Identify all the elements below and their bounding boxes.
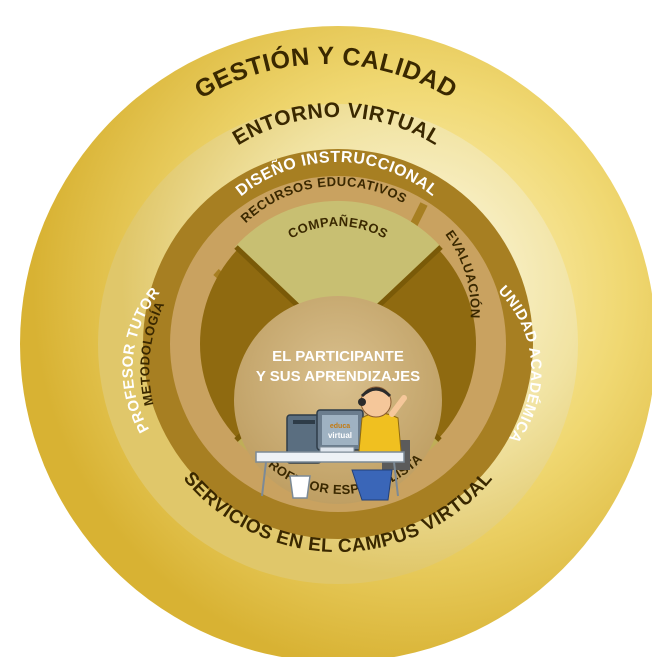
participant-illustration: educa virtual	[255, 386, 410, 501]
center-title-line1: EL PARTICIPANTE	[272, 348, 404, 365]
monitor-logo-educa: educa	[330, 423, 350, 430]
headphones-icon	[360, 387, 392, 398]
monitor-logo-virtual: virtual	[328, 431, 352, 440]
peers-sector	[235, 200, 441, 344]
center-title-line2: Y SUS APRENDIZAJES	[256, 368, 420, 385]
wastebasket	[289, 475, 311, 499]
desk	[255, 451, 405, 463]
person-legs	[351, 469, 393, 501]
